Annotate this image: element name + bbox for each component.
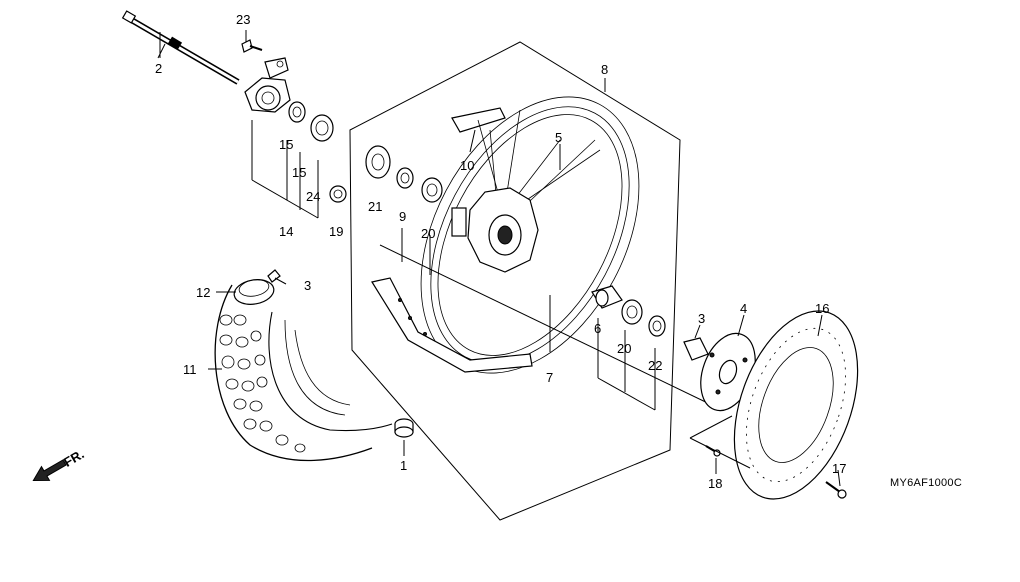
hub-part	[451, 187, 539, 273]
rim-strip-upper-part	[451, 107, 506, 133]
seal-part	[310, 114, 334, 142]
callout-22: 22	[648, 358, 662, 373]
callout-3-tube: 3	[304, 278, 311, 293]
callout-18: 18	[708, 476, 722, 491]
front-direction-arrow-icon	[32, 459, 67, 482]
callout-21: 21	[368, 199, 382, 214]
callout-20-left: 20	[421, 226, 435, 241]
callout-7: 7	[546, 370, 553, 385]
callout-9: 9	[399, 209, 406, 224]
callout-6: 6	[594, 321, 601, 336]
callout-5: 5	[555, 130, 562, 145]
diagram-code: MY6AF1000C	[890, 477, 962, 489]
callout-17: 17	[832, 461, 846, 476]
side-collar-part	[683, 337, 709, 361]
right-bearing-part	[621, 299, 643, 325]
rim-strip-lower-part	[371, 277, 533, 373]
disc-bolt-part	[825, 481, 847, 499]
tire-part	[214, 284, 393, 462]
callout-24: 24	[306, 189, 320, 204]
callout-12: 12	[196, 285, 210, 300]
callout-19: 19	[329, 224, 343, 239]
callout-23: 23	[236, 12, 250, 27]
dust-seal-part	[365, 145, 391, 179]
valve-cap-part	[394, 418, 414, 438]
right-seal-part	[648, 315, 666, 337]
callout-14: 14	[279, 224, 293, 239]
callout-3-collar: 3	[698, 311, 705, 326]
callout-15-lower: 15	[292, 165, 306, 180]
callout-8: 8	[601, 62, 608, 77]
inner-tube-part	[233, 269, 281, 305]
collar-part	[329, 185, 347, 203]
washer-part	[288, 101, 306, 123]
bolt-part	[241, 39, 263, 53]
wheel-assembly-frame	[349, 41, 681, 521]
callout-15-upper: 15	[279, 137, 293, 152]
callout-1: 1	[400, 458, 407, 473]
callout-10: 10	[460, 158, 474, 173]
callout-20-right: 20	[617, 341, 631, 356]
axle-part	[121, 10, 240, 85]
brake-disc-part	[733, 310, 859, 500]
callout-11: 11	[183, 362, 197, 377]
bearing-part	[421, 177, 443, 203]
distance-collar-part	[396, 167, 414, 189]
callout-2: 2	[155, 61, 162, 76]
callout-4: 4	[740, 301, 747, 316]
gearbox-part	[244, 57, 291, 113]
callout-16: 16	[815, 301, 829, 316]
